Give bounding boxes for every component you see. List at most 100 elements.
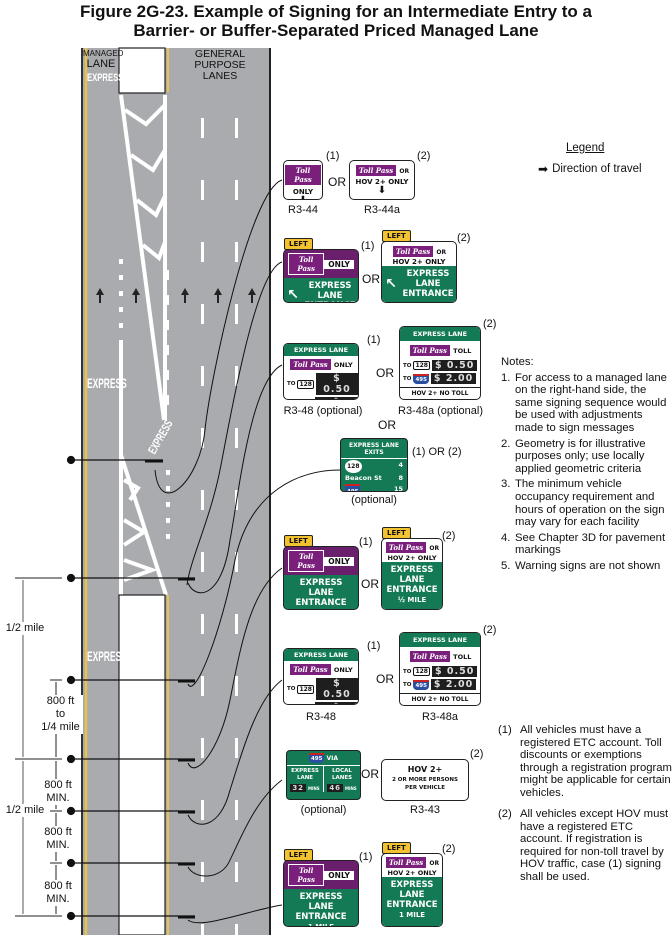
hov-no-toll-text: HOV 2+ NO TOLL bbox=[400, 693, 480, 703]
entrance-text: ENTRANCE bbox=[386, 585, 438, 595]
hov-line-2: 2 OR MORE PERSONS bbox=[392, 777, 458, 783]
up-arrow-icon bbox=[214, 288, 222, 303]
mark-2: (2) bbox=[457, 232, 471, 244]
lane-dash bbox=[201, 614, 204, 634]
lane-dash bbox=[235, 366, 238, 386]
lane-dash bbox=[201, 180, 204, 200]
lane-dash bbox=[201, 304, 204, 324]
to-text: TO bbox=[287, 381, 296, 387]
lane-text: LANE bbox=[399, 890, 425, 900]
code-r3-44: R3-44 bbox=[288, 204, 318, 216]
mark-1: (1) bbox=[326, 150, 340, 162]
up-arrow-icon bbox=[181, 288, 189, 303]
exits-header: EXPRESS LANE EXITS bbox=[341, 442, 407, 459]
or-small: OR bbox=[399, 168, 410, 175]
code-optional-exits: (optional) bbox=[351, 494, 397, 506]
toll-pass-logo: Toll Pass bbox=[408, 650, 451, 663]
express-lane-time: 32 bbox=[290, 784, 307, 792]
code-r3-44a: R3-44a bbox=[363, 204, 401, 216]
dotted-lane-line bbox=[119, 259, 170, 539]
title-line-1: Figure 2G-23. Example of Signing for an … bbox=[80, 2, 592, 21]
dim-half-mile-bottom: 1/2 mile bbox=[0, 804, 50, 817]
note-item: 5. Warning signs are not shown bbox=[501, 560, 671, 573]
lane-text: LANE bbox=[317, 291, 343, 301]
express-text: EXPRESS bbox=[308, 281, 352, 291]
lane-dash bbox=[235, 118, 238, 138]
dim-800ft-min-3: 800 ft MIN. bbox=[38, 880, 78, 906]
express-lane-header: EXPRESS LANE bbox=[284, 344, 358, 356]
pavement-word-express-top: EXPRESS bbox=[87, 72, 124, 84]
local-lanes-title: LOCAL LANES bbox=[331, 768, 353, 781]
general-purpose-lanes-label: GENERAL PURPOSE LANES bbox=[194, 48, 246, 82]
note-text: See Chapter 3D for pavement markings bbox=[515, 531, 666, 557]
lane-dash bbox=[201, 118, 204, 138]
lane-dash bbox=[201, 242, 204, 262]
code-r3-48: R3-48 bbox=[306, 711, 336, 723]
note-item: 3. The minimum vehicle occupancy requirem… bbox=[501, 478, 671, 528]
mark-1: (1) bbox=[359, 536, 373, 548]
toll-pass-logo: Toll Pass bbox=[284, 164, 322, 186]
legend-title: Legend bbox=[566, 142, 605, 154]
code-r3-48a: R3-48a bbox=[421, 711, 459, 723]
exit-name: 128 bbox=[345, 460, 362, 473]
lane-dash bbox=[201, 676, 204, 696]
lane-dash bbox=[235, 180, 238, 200]
note-text: The minimum vehicle occupancy requiremen… bbox=[515, 478, 665, 529]
pavement-word-express-bottom: EXPRESS bbox=[87, 648, 127, 664]
only-text: ONLY bbox=[324, 870, 354, 880]
note-number: 2. bbox=[501, 437, 511, 450]
hov-line-1: HOV 2+ bbox=[407, 765, 443, 774]
code-optional-travel-time: (optional) bbox=[300, 804, 347, 816]
interstate-495-shield: 495 bbox=[413, 373, 429, 384]
title-line-2: Barrier- or Buffer-Separated Priced Mana… bbox=[133, 21, 539, 40]
dim-800ft-min-1: 800 ft MIN. bbox=[38, 779, 78, 805]
sign-travel-time: 495 VIA EXPRESS LANE 32 MINS LOCAL LANES… bbox=[286, 750, 361, 800]
interstate-495-shield: 495 bbox=[308, 753, 325, 763]
sign-r3-43: HOV 2+ 2 OR MORE PERSONS PER VEHICLE bbox=[381, 759, 469, 801]
mark-1: (1) bbox=[367, 334, 381, 346]
arrow-up-left-icon: ↖ bbox=[385, 276, 397, 292]
barrier-top bbox=[118, 47, 166, 94]
lane-text: LANE bbox=[308, 588, 334, 598]
footnote-number: (1) bbox=[498, 724, 512, 736]
hov-no-toll-text: HOV 2+ NO TOLL bbox=[400, 387, 480, 397]
note-number: 3. bbox=[501, 478, 511, 491]
only-text: ONLY bbox=[333, 361, 353, 369]
to-text: TO bbox=[403, 375, 412, 382]
mark-1: (1) bbox=[361, 240, 375, 252]
or-label: OR bbox=[376, 672, 394, 686]
lane-dash bbox=[201, 490, 204, 510]
express-text: EXPRESS bbox=[299, 578, 343, 588]
toll-pass-logo: Toll Pass bbox=[288, 864, 325, 886]
pavement-word-express-mid: EXPRESS bbox=[87, 375, 127, 391]
toll-pass-logo: Toll Pass bbox=[289, 663, 332, 676]
express-lane-header: EXPRESS LANE bbox=[400, 327, 480, 341]
express-text: EXPRESS bbox=[406, 269, 450, 279]
direction-arrows bbox=[96, 288, 256, 303]
or-label: OR bbox=[362, 272, 380, 286]
lane-dash bbox=[201, 862, 204, 882]
note-text: Warning signs are not shown bbox=[515, 559, 661, 572]
up-arrow-icon bbox=[248, 288, 256, 303]
figure-title: Figure 2G-23. Example of Signing for an … bbox=[0, 2, 672, 40]
via-text: VIA bbox=[326, 755, 339, 762]
lane-dash bbox=[235, 924, 238, 935]
mark-2: (2) bbox=[470, 748, 484, 760]
note-number: 5. bbox=[501, 559, 511, 572]
mark-1: (1) bbox=[359, 851, 373, 863]
toll-pass-logo: Toll Pass bbox=[408, 344, 451, 357]
price-1: $ 0.50 bbox=[431, 666, 478, 677]
mark-2: (2) bbox=[417, 150, 431, 162]
exit-distance: 8 bbox=[398, 474, 403, 482]
note-item: 1.For access to a managed lane on the ri… bbox=[501, 372, 671, 435]
or-between-rows: OR bbox=[378, 418, 396, 432]
to-text: TO bbox=[403, 681, 412, 688]
toll-pass-logo: Toll Pass bbox=[354, 164, 398, 177]
